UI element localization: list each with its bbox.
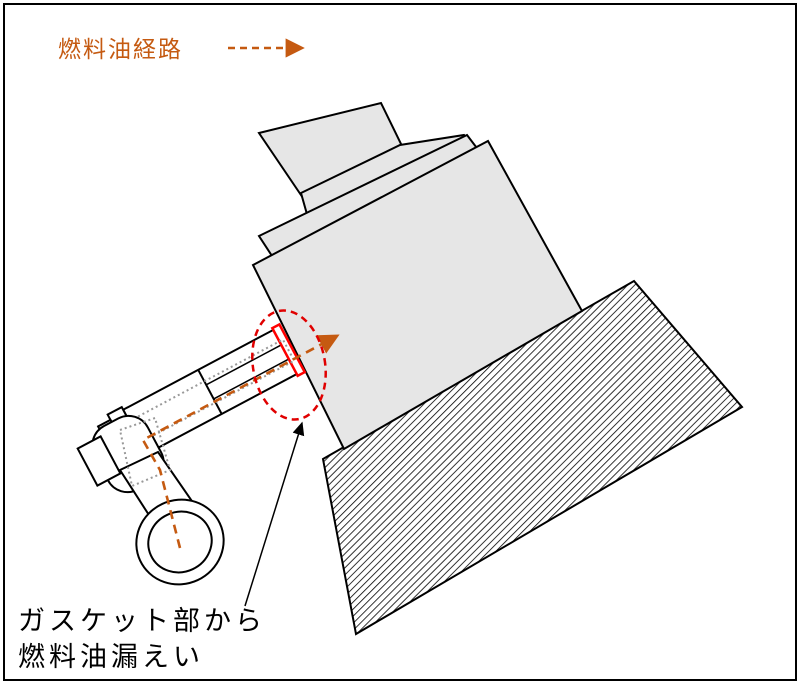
elbow-stub xyxy=(76,435,122,487)
fuel-path xyxy=(141,334,340,549)
callout-leader xyxy=(244,421,305,607)
main-body xyxy=(251,139,584,451)
ring-inner xyxy=(147,510,213,574)
leak-callout: ガスケット部から 燃料油漏えい xyxy=(18,604,266,676)
fuel-path-legend-label: 燃料油経路 xyxy=(58,37,183,63)
leak-highlight-ring xyxy=(251,309,327,421)
callout-line-2: 燃料油漏えい xyxy=(18,642,204,673)
callout-line-1: ガスケット部から xyxy=(18,606,266,637)
